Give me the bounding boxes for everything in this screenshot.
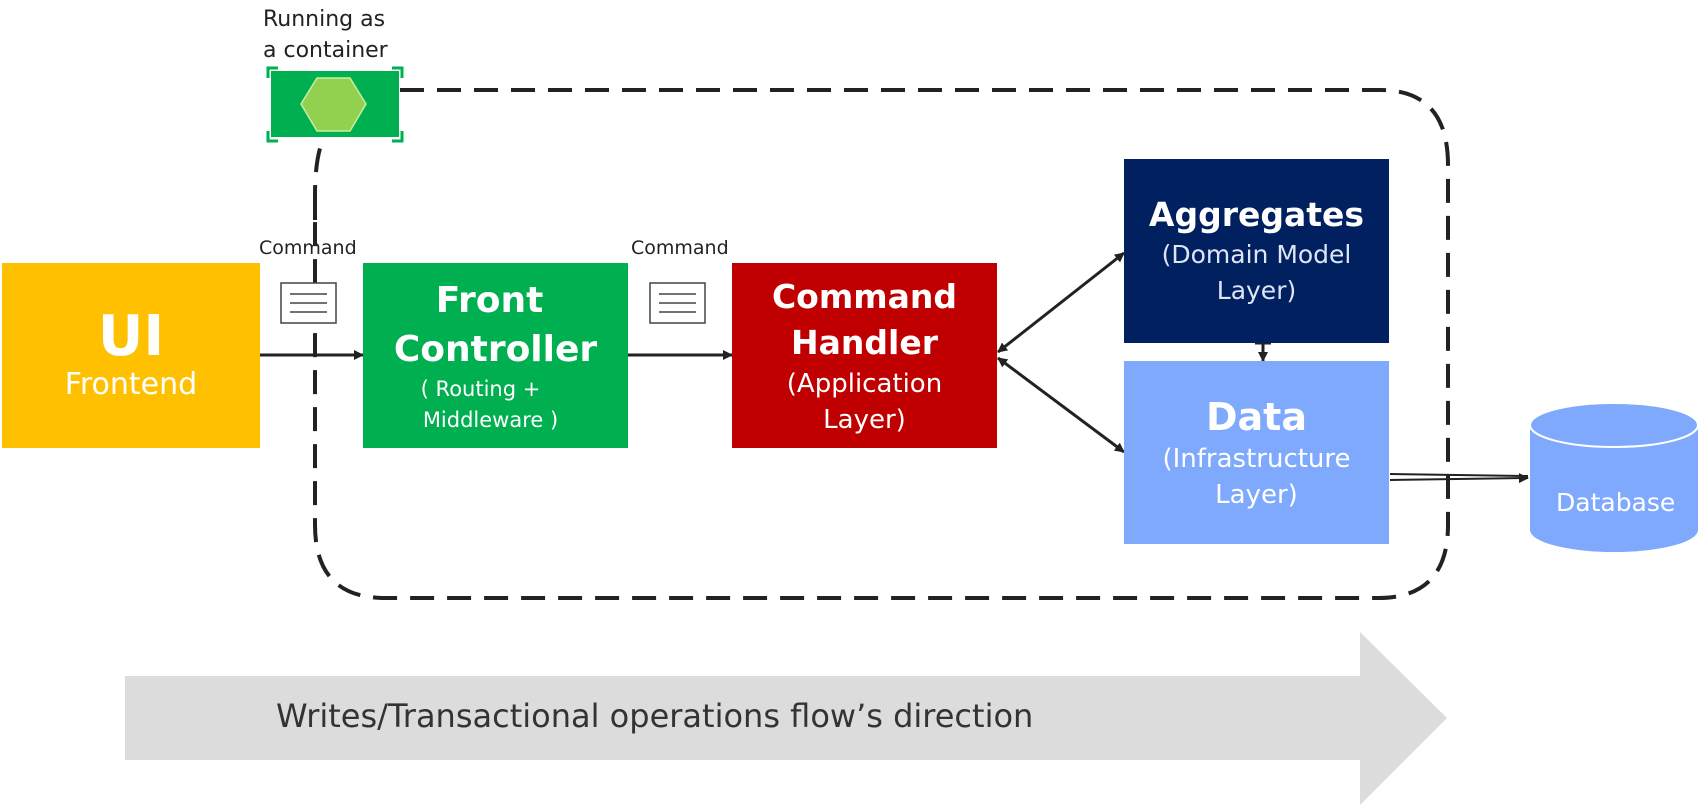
command-label-2: Command (631, 237, 729, 259)
front-controller-box: Front Controller ( Routing + Middleware … (363, 263, 628, 448)
aggregates-title: Aggregates (1148, 195, 1365, 234)
aggregates-box: Aggregates (Domain Model Layer) (1124, 159, 1389, 343)
arrow-aggregates-to-data (1255, 341, 1271, 361)
database-label: Database (1556, 488, 1676, 517)
command-handler-title-line2: Handler (791, 322, 938, 362)
front-controller-sub-line1: ( Routing + (420, 376, 541, 401)
command-handler-sub-line1: (Application (786, 368, 943, 399)
data-sub-line2: Layer) (1215, 479, 1298, 510)
arrow-command-handler-data (997, 356, 1125, 454)
arrow-command-handler-aggregates (997, 251, 1125, 354)
container-label-line2: a container (263, 38, 388, 63)
ui-title: UI (97, 303, 165, 369)
command-document-icon-1 (280, 282, 337, 324)
command-handler-box: Command Handler (Application Layer) (732, 263, 997, 448)
flow-direction-label: Writes/Transactional operations flow’s d… (276, 697, 1034, 735)
arrow-data-to-database-1 (1389, 473, 1529, 477)
ui-frontend-box: UI Frontend (2, 263, 260, 448)
flow-direction-arrow (125, 632, 1447, 805)
aggregates-sub-line1: (Domain Model (1161, 240, 1352, 269)
data-layer-box: Data (Infrastructure Layer) (1124, 361, 1389, 544)
data-title: Data (1206, 394, 1307, 439)
command-handler-sub-line2: Layer) (823, 404, 906, 435)
container-label-line1: Running as (263, 7, 386, 32)
front-controller-title-line2: Controller (393, 328, 598, 370)
container-boundary (313, 88, 1450, 600)
front-controller-sub-line2: Middleware ) (422, 407, 559, 432)
front-controller-title-line1: Front (435, 279, 544, 321)
aggregates-sub-line2: Layer) (1216, 276, 1297, 305)
command-document-icon-2 (649, 282, 706, 324)
command-label-1: Command (259, 237, 357, 259)
command-handler-title-line1: Command (771, 276, 958, 316)
database-cylinder (1529, 402, 1699, 552)
arrow-data-to-database-2 (1389, 473, 1529, 484)
container-icon (266, 66, 404, 143)
data-sub-line1: (Infrastructure (1162, 443, 1351, 474)
container-label: Running as a container (263, 4, 388, 66)
ui-subtitle: Frontend (64, 366, 198, 402)
